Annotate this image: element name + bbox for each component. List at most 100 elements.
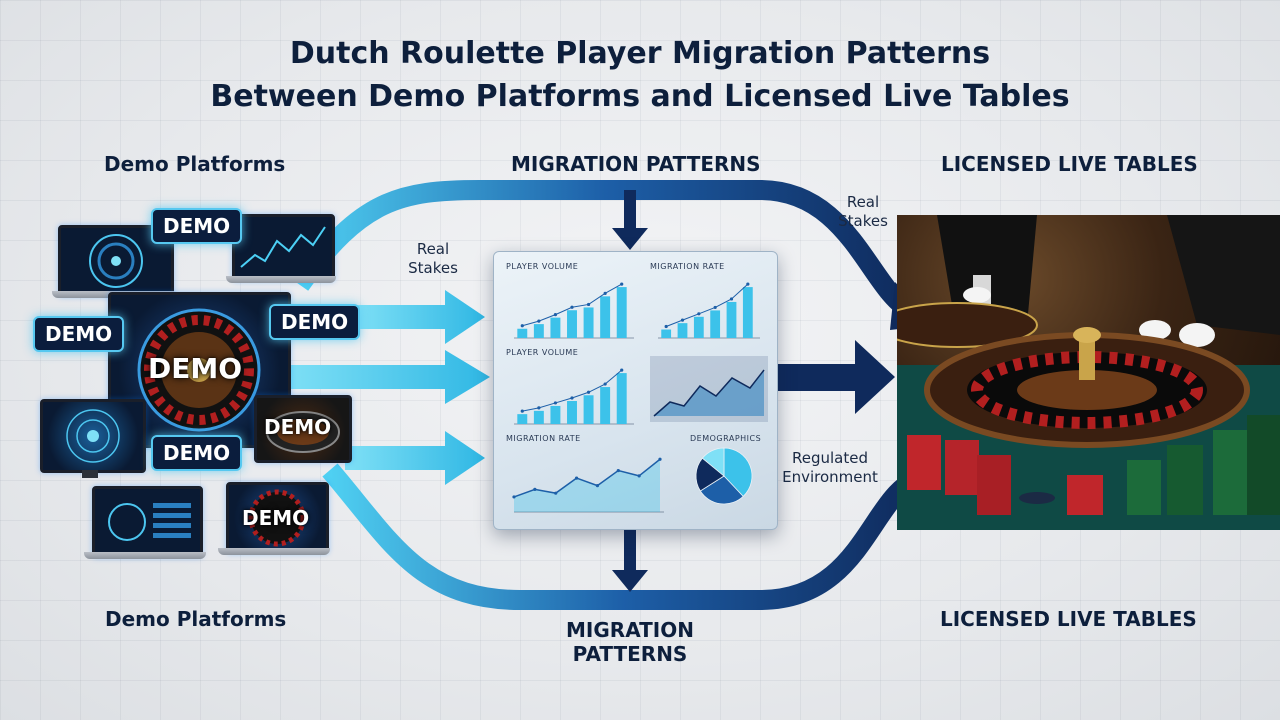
player-volume-bar-chart-1 xyxy=(514,282,634,339)
demographics-pie-chart xyxy=(695,447,753,505)
chart-bar xyxy=(533,410,544,424)
chart-point xyxy=(664,324,668,329)
chart-bar xyxy=(517,414,528,424)
chart-bar xyxy=(616,373,627,424)
chart-bar xyxy=(533,324,544,338)
panel-title-player-volume-2: PLAYER VOLUME xyxy=(506,348,579,357)
chart-point xyxy=(697,312,701,316)
chart-line xyxy=(513,458,661,498)
chart-point xyxy=(603,382,607,386)
demo-platforms-label-bottom: Demo Platforms xyxy=(105,607,287,631)
chart-point xyxy=(553,313,558,317)
chart-point xyxy=(554,491,558,495)
chart-point xyxy=(603,291,607,295)
chart-point xyxy=(746,282,750,286)
chart-trend-line xyxy=(665,283,749,327)
chart-point xyxy=(713,305,717,310)
panel-title-migration-rate-2: MIGRATION RATE xyxy=(506,434,581,443)
cyan-arrow-3 xyxy=(345,431,485,485)
chart-bar xyxy=(567,310,577,338)
chart-point xyxy=(595,484,600,488)
licensed-live-tables-label-top: LICENSED LIVE TABLES xyxy=(941,152,1198,176)
demo-badge-laptop: DEMO xyxy=(242,506,310,530)
chart-point xyxy=(616,468,620,473)
roulette-wheel-icon xyxy=(248,489,306,547)
chart-point xyxy=(680,318,685,322)
cyan-arrow-2 xyxy=(285,350,490,404)
roulette-wheel-icon xyxy=(89,234,143,288)
demo-badge-1: DEMO xyxy=(151,208,243,244)
chart-point xyxy=(570,396,574,400)
chart-point xyxy=(570,305,574,309)
radar-icon xyxy=(66,409,120,463)
chart-bar xyxy=(583,395,594,424)
chart-bar xyxy=(517,328,528,338)
pie-slice xyxy=(701,447,725,477)
analytics-dashboard: PLAYER VOLUME MIGRATION RATE PLAYER VOLU… xyxy=(493,251,778,530)
chart-point xyxy=(520,409,524,413)
chart-bar xyxy=(661,329,672,338)
chart-bar xyxy=(726,301,737,338)
top-arc-flow xyxy=(291,180,916,319)
chart-point xyxy=(658,457,662,461)
chart-bar xyxy=(710,310,721,338)
regulated-environment-label: Regulated Environment xyxy=(782,449,878,486)
demo-badge-2: DEMO xyxy=(33,316,125,352)
pie-slice xyxy=(699,475,744,505)
migration-patterns-label-bottom: MIGRATION PATTERNS xyxy=(566,618,694,666)
bottom-arc-flow xyxy=(322,463,920,610)
chart-point xyxy=(553,401,558,405)
licensed-live-tables-label-bottom: LICENSED LIVE TABLES xyxy=(940,607,1197,631)
demo-badge-main: DEMO xyxy=(148,352,243,385)
chart-bar xyxy=(600,387,611,424)
real-stakes-label-left: Real Stakes xyxy=(408,240,458,277)
real-stakes-label-right: Real Stakes xyxy=(838,193,888,230)
panel-title-migration-rate-1: MIGRATION RATE xyxy=(650,262,725,271)
chart-area xyxy=(514,459,660,512)
bottom-down-arrowhead xyxy=(612,570,648,592)
migration-rate-bar-chart xyxy=(658,282,760,339)
diagram-title: Dutch Roulette Player Migration Patterns… xyxy=(0,32,1280,118)
chart-point xyxy=(586,302,591,307)
player-volume-bar-chart-2 xyxy=(514,368,634,425)
dark-arrow-right xyxy=(777,340,895,414)
panel-title-player-volume-1: PLAYER VOLUME xyxy=(506,262,579,271)
chart-bar xyxy=(742,287,753,338)
demo-badge-4: DEMO xyxy=(151,435,243,471)
chart-point xyxy=(512,495,516,499)
chart-bar xyxy=(600,296,611,338)
chart-point xyxy=(729,297,734,301)
area-chart-decorative xyxy=(650,356,768,422)
roulette-wheel-large-icon xyxy=(137,308,261,432)
chart-bar xyxy=(550,405,561,424)
title-line-2: Between Demo Platforms and Licensed Live… xyxy=(210,79,1070,114)
chart-point xyxy=(620,282,624,286)
chart-bar xyxy=(550,317,561,338)
dashboard-icon xyxy=(108,503,191,541)
migration-rate-line-chart xyxy=(512,457,664,513)
demo-badge-device: DEMO xyxy=(264,415,332,439)
chart-bar xyxy=(616,287,627,338)
chart-point xyxy=(537,406,541,410)
panel-title-demographics: DEMOGRAPHICS xyxy=(690,434,762,443)
chart-point xyxy=(620,368,624,372)
chart-point xyxy=(637,474,641,478)
line-chart-icon xyxy=(240,226,326,268)
chart-point xyxy=(533,487,537,492)
bottom-down-shaft xyxy=(624,530,636,572)
migration-patterns-label-top: MIGRATION PATTERNS xyxy=(511,152,761,176)
roulette-table-scene xyxy=(897,215,1280,530)
chart-point xyxy=(586,390,591,394)
chart-point xyxy=(537,319,541,323)
chart-bar xyxy=(583,307,594,338)
cyan-arrow-1 xyxy=(355,290,485,344)
top-down-arrowhead xyxy=(612,228,648,250)
chart-bar xyxy=(693,316,704,338)
chart-point xyxy=(574,476,579,480)
roulette-wheel-small-icon xyxy=(266,411,340,453)
pie-slice xyxy=(723,447,753,497)
demo-badge-3: DEMO xyxy=(269,304,361,340)
live-casino-table-photo xyxy=(897,215,1280,530)
chart-point xyxy=(520,324,524,328)
chart-bar xyxy=(567,401,577,424)
